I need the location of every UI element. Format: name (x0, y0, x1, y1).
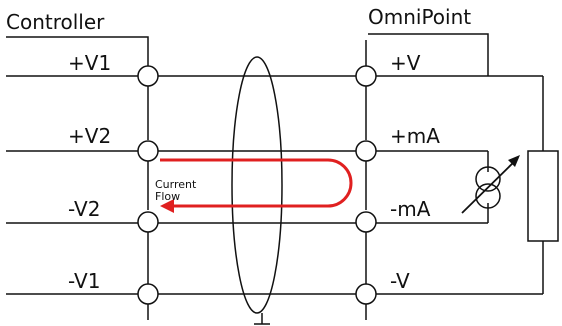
controller-header-line (6, 36, 149, 76)
controller-label-v1: +V1 (68, 51, 111, 75)
variable-current-source-symbol (461, 155, 520, 214)
omnipoint-label-nv: -V (390, 269, 410, 293)
current-flow-arrow (160, 158, 353, 213)
omnipoint-header-line (368, 33, 489, 76)
controller-terminal-nv1 (137, 283, 159, 305)
controller-label-nv2: -V2 (68, 197, 100, 221)
current-flow-label-line2: Flow (155, 190, 180, 203)
controller-label-v2: +V2 (68, 124, 111, 148)
ground-symbol (254, 313, 270, 325)
controller-terminal-v2 (137, 140, 159, 162)
omnipoint-label-ma-plus: +mA (390, 124, 440, 148)
omnipoint-title: OmniPoint (368, 5, 471, 29)
controller-terminal-nv2 (137, 211, 159, 233)
omnipoint-label-ma-minus: -mA (390, 197, 431, 221)
omnipoint-terminal-ma-plus (355, 140, 377, 162)
controller-terminal-v1 (137, 65, 159, 87)
omnipoint-terminal-nv (355, 283, 377, 305)
omnipoint-label-v: +V (390, 51, 421, 75)
controller-label-nv1: -V1 (68, 269, 100, 293)
current-flow-label-line1: Current (155, 178, 197, 191)
cable-shield-ellipse (231, 56, 283, 314)
resistor-symbol (527, 150, 559, 242)
controller-title: Controller (6, 10, 105, 34)
omnipoint-terminal-v (355, 65, 377, 87)
omnipoint-terminal-ma-minus (355, 211, 377, 233)
